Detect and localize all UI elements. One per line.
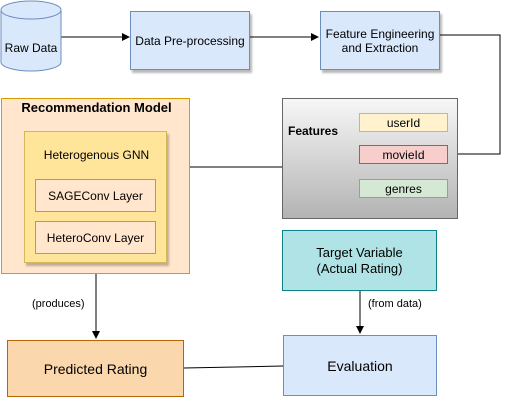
- raw-data-cylinder: [0, 0, 62, 72]
- raw-data-label: Raw Data: [4, 41, 58, 55]
- evaluation-box: Evaluation: [283, 335, 437, 396]
- edge-prediction-to-evaluation: [183, 365, 284, 369]
- produces-edge-label: (produces): [31, 298, 86, 310]
- recommendation-model-title: Recommendation Model: [21, 100, 172, 115]
- feature-engineering-box: Feature Engineering and Extraction: [320, 11, 440, 70]
- sageconv-layer-box: SAGEConv Layer: [35, 179, 156, 212]
- target-variable-box: Target Variable (Actual Rating): [282, 230, 437, 291]
- genres-feature: genres: [359, 179, 448, 198]
- edge-feature-engineering-to-features: [440, 34, 501, 155]
- userid-feature: userId: [359, 113, 448, 132]
- from-data-edge-label: (from data): [367, 298, 423, 310]
- heteroconv-layer-box: HeteroConv Layer: [35, 221, 156, 254]
- preprocessing-box: Data Pre-processing: [130, 11, 250, 70]
- gnn-title: Heterogenous GNN: [43, 148, 150, 162]
- predicted-rating-box: Predicted Rating: [7, 340, 184, 397]
- movieid-feature: movieId: [359, 145, 448, 164]
- features-label: Features: [288, 124, 339, 138]
